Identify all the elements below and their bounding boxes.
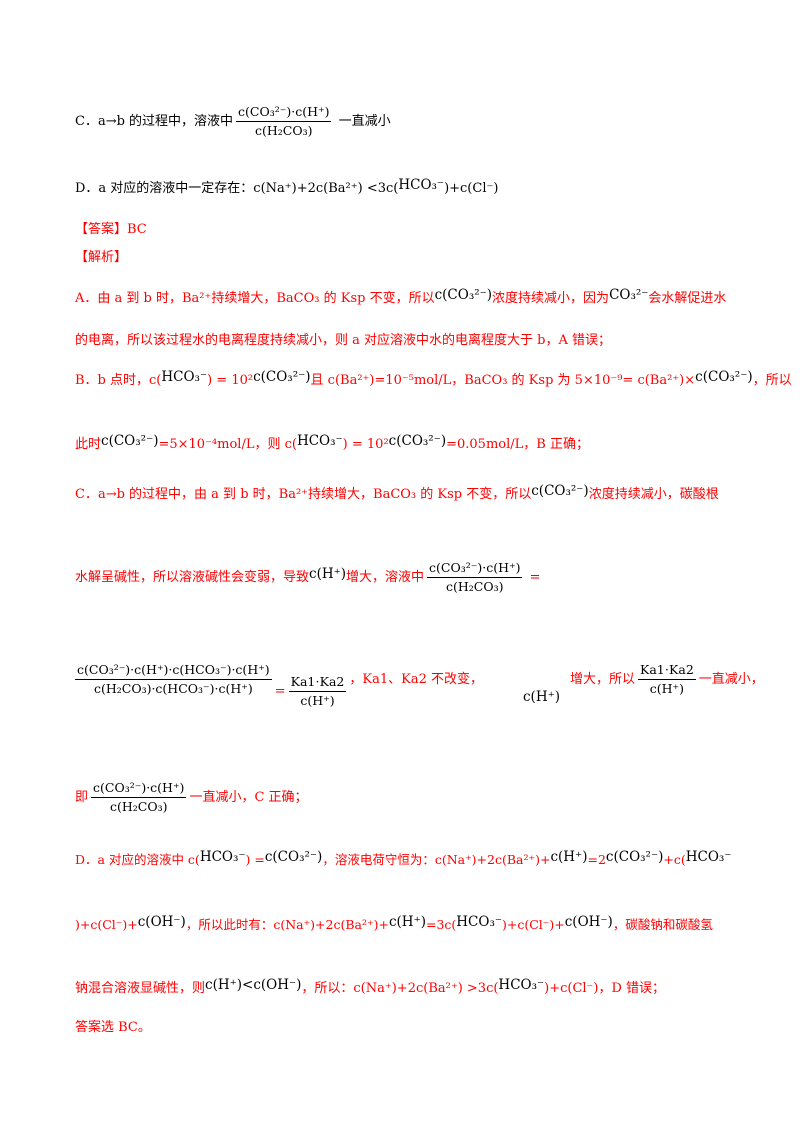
c3-ka-numerator: Ka1⋅Ka2 <box>288 674 347 692</box>
option-d-lead: D．a 对应的溶液中一定存在：c(Na⁺)+2c(Ba²⁺) <3c( <box>75 181 399 196</box>
b2-ion-2: HCO₃⁻ <box>296 433 343 449</box>
c2-denominator: c(H₂CO₃) <box>445 579 504 594</box>
d2-text-1: )+c(Cl⁻)+ <box>75 917 138 932</box>
analysis-d-line2: )+c(Cl⁻)+c(OH⁻)，所以此时有：c(Na⁺)+2c(Ba²⁺)+c(… <box>75 914 713 933</box>
b-ion-3: c(CO₃²⁻) <box>695 369 753 385</box>
d-ion-1: HCO₃⁻ <box>199 849 246 865</box>
d-text-5: +c( <box>663 852 686 867</box>
b2-ion-1: c(CO₃²⁻) <box>101 433 159 449</box>
c3-text-2: 增大，所以 <box>570 672 636 687</box>
d2-ion-1: c(OH⁻) <box>137 914 186 930</box>
d-text-3: ，溶液电荷守恒为：c(Na⁺)+2c(Ba²⁺)+ <box>322 852 551 867</box>
analysis-d-line3: 钠混合溶液显碱性，则c(H⁺)<c(OH⁻)，所以：c(Na⁺)+2c(Ba²⁺… <box>75 977 666 997</box>
c3-denominator: c(H₂CO₃)·c(HCO₃⁻)·c(H⁺) <box>93 681 253 696</box>
d-text-1: D．a 对应的溶液中 c( <box>75 852 200 867</box>
d3-text-2: ，所以：c(Na⁺)+2c(Ba²⁺) >3c( <box>301 981 499 996</box>
option-c-fraction: c(CO₃²⁻)·c(H⁺)c(H₂CO₃) <box>236 104 332 139</box>
option-c-lead: C．a→b 的过程中，溶液中 <box>75 114 234 129</box>
d3-text-1: 钠混合溶液显碱性，则 <box>75 981 206 996</box>
d2-ion-3: HCO₃⁻ <box>456 914 502 930</box>
c4-text-1: 即 <box>75 790 89 805</box>
c3-ka-denominator: c(H⁺) <box>300 693 335 708</box>
d-ion-2: c(CO₃²⁻) <box>264 849 323 865</box>
d2-text-5: ，碳酸钠和碳酸氢 <box>612 917 713 932</box>
d-ion-4: c(CO₃²⁻) <box>605 849 664 865</box>
c3-text-1: ，Ka1、Ka2 不改变， <box>349 672 483 687</box>
c-text-1: C．a→b 的过程中，由 a 到 b 时，Ba²⁺持续增大，BaCO₃ 的 Ks… <box>75 487 532 502</box>
option-c-numerator: c(CO₃²⁻)·c(H⁺) <box>236 104 332 122</box>
c-ion-1: c(CO₃²⁻) <box>531 483 589 499</box>
d2-text-2: ，所以此时有：c(Na⁺)+2c(Ba²⁺)+ <box>185 917 389 932</box>
a-text-2: 浓度持续减小，因为 <box>492 291 610 306</box>
analysis-c-line1: C．a→b 的过程中，由 a 到 b 时，Ba²⁺持续增大，BaCO₃ 的 Ks… <box>75 483 719 503</box>
d-ion-3: c(H⁺) <box>550 849 588 865</box>
b2-text-1: 此时 <box>75 437 102 452</box>
c2-fraction: c(CO₃²⁻)·c(H⁺)c(H₂CO₃) <box>427 560 523 595</box>
d2-ion-4: c(OH⁻) <box>564 914 613 930</box>
b-text-4: ，所以 <box>752 373 792 388</box>
analysis-b-line2: 此时c(CO₃²⁻)=5×10⁻⁴mol/L，则 c(HCO₃⁻) = 10²c… <box>75 433 589 453</box>
c2-text-1: 水解呈碱性，所以溶液碱性会变弱，导致 <box>75 570 310 585</box>
c4-denominator: c(H₂CO₃) <box>109 799 168 814</box>
option-d: D．a 对应的溶液中一定存在：c(Na⁺)+2c(Ba²⁺) <3c(HCO₃⁻… <box>75 177 499 197</box>
c-text-2: 浓度持续减小，碳酸根 <box>588 487 719 502</box>
a-ion-1: c(CO₃²⁻) <box>434 287 493 303</box>
c4-fraction: c(CO₃²⁻)·c(H⁺)c(H₂CO₃) <box>91 780 187 815</box>
b2-text-4: =0.05mol/L，B 正确； <box>446 437 589 452</box>
analysis-a-line1: A．由 a 到 b 时，Ba²⁺持续增大，BaCO₃ 的 Ksp 不变，所以c(… <box>75 287 727 307</box>
c2-numerator: c(CO₃²⁻)·c(H⁺) <box>427 560 523 578</box>
answer-label: 【答案】BC <box>75 222 147 237</box>
c3-text-3: 一直减小， <box>698 672 764 687</box>
analysis-b-line1: B．b 点时，c(HCO₃⁻) = 10²c(CO₃²⁻)且 c(Ba²⁺)=1… <box>75 369 792 389</box>
b-text-3: 且 c(Ba²⁺)=10⁻⁵mol/L，BaCO₃ 的 Ksp 为 5×10⁻⁹… <box>310 373 696 388</box>
c3-ion: c(H⁺) <box>523 689 560 705</box>
c4-text-2: 一直减小，C 正确； <box>189 790 308 805</box>
b2-ion-3: c(CO₃²⁻) <box>388 433 447 449</box>
b-text-1: B．b 点时，c( <box>75 373 162 388</box>
final-answer: 答案选 BC。 <box>75 1020 151 1035</box>
c2-text-2: 增大，溶液中 <box>346 570 425 585</box>
c2-ion-1: c(H⁺) <box>309 566 347 582</box>
d2-text-4: )+c(Cl⁻)+ <box>502 917 565 932</box>
d-ion-5: HCO₃⁻ <box>685 849 732 865</box>
d-text-2: ) = <box>245 852 265 867</box>
option-c-tail: 一直减小 <box>338 114 391 129</box>
b2-text-2: =5×10⁻⁴mol/L，则 c( <box>158 437 297 452</box>
d3-ion-2: HCO₃⁻ <box>498 977 545 993</box>
analysis-label: 【解析】 <box>75 250 128 265</box>
c3-fraction-long: c(CO₃²⁻)·c(H⁺)·c(HCO₃⁻)·c(H⁺)c(H₂CO₃)·c(… <box>75 662 272 697</box>
c3-ka2-numerator: Ka1⋅Ka2 <box>638 662 696 680</box>
d2-text-3: =3c( <box>425 917 457 932</box>
a-text-3: 会水解促进水 <box>648 291 727 306</box>
c2-equals: = <box>529 570 541 585</box>
b2-text-3: ) = 10² <box>342 437 389 452</box>
d3-text-3: )+c(Cl⁻)，D 错误； <box>544 981 666 996</box>
analysis-a-line2: 的电离，所以该过程水的电离程度持续减小，则 a 对应溶液中水的电离程度大于 b，… <box>75 333 611 348</box>
analysis-d-line1: D．a 对应的溶液中 c(HCO₃⁻) =c(CO₃²⁻)，溶液电荷守恒为：c(… <box>75 849 732 868</box>
d-text-4: =2 <box>587 852 606 867</box>
b-ion-1: HCO₃⁻ <box>161 369 208 385</box>
c3-ka2-denominator: c(H⁺) <box>649 681 685 696</box>
analysis-c-line3: c(CO₃²⁻)·c(H⁺)·c(HCO₃⁻)·c(H⁺)c(H₂CO₃)·c(… <box>75 662 764 708</box>
b-text-2: ) = 10² <box>207 373 254 388</box>
c3-numerator: c(CO₃²⁻)·c(H⁺)·c(HCO₃⁻)·c(H⁺) <box>75 662 272 680</box>
b-ion-2: c(CO₃²⁻) <box>253 369 311 385</box>
option-d-ion: HCO₃⁻ <box>398 177 445 193</box>
a-text-1: A．由 a 到 b 时，Ba²⁺持续增大，BaCO₃ 的 Ksp 不变，所以 <box>75 291 435 306</box>
option-c-denominator: c(H₂CO₃) <box>255 123 313 138</box>
a-ion-2: CO₃²⁻ <box>609 287 649 303</box>
d2-ion-2: c(H⁺) <box>388 914 426 930</box>
c4-numerator: c(CO₃²⁻)·c(H⁺) <box>91 780 187 798</box>
option-d-tail: )+c(Cl⁻) <box>444 181 499 196</box>
c3-equals: = <box>274 684 286 699</box>
d3-ion-1: c(H⁺)<c(OH⁻) <box>205 977 302 993</box>
